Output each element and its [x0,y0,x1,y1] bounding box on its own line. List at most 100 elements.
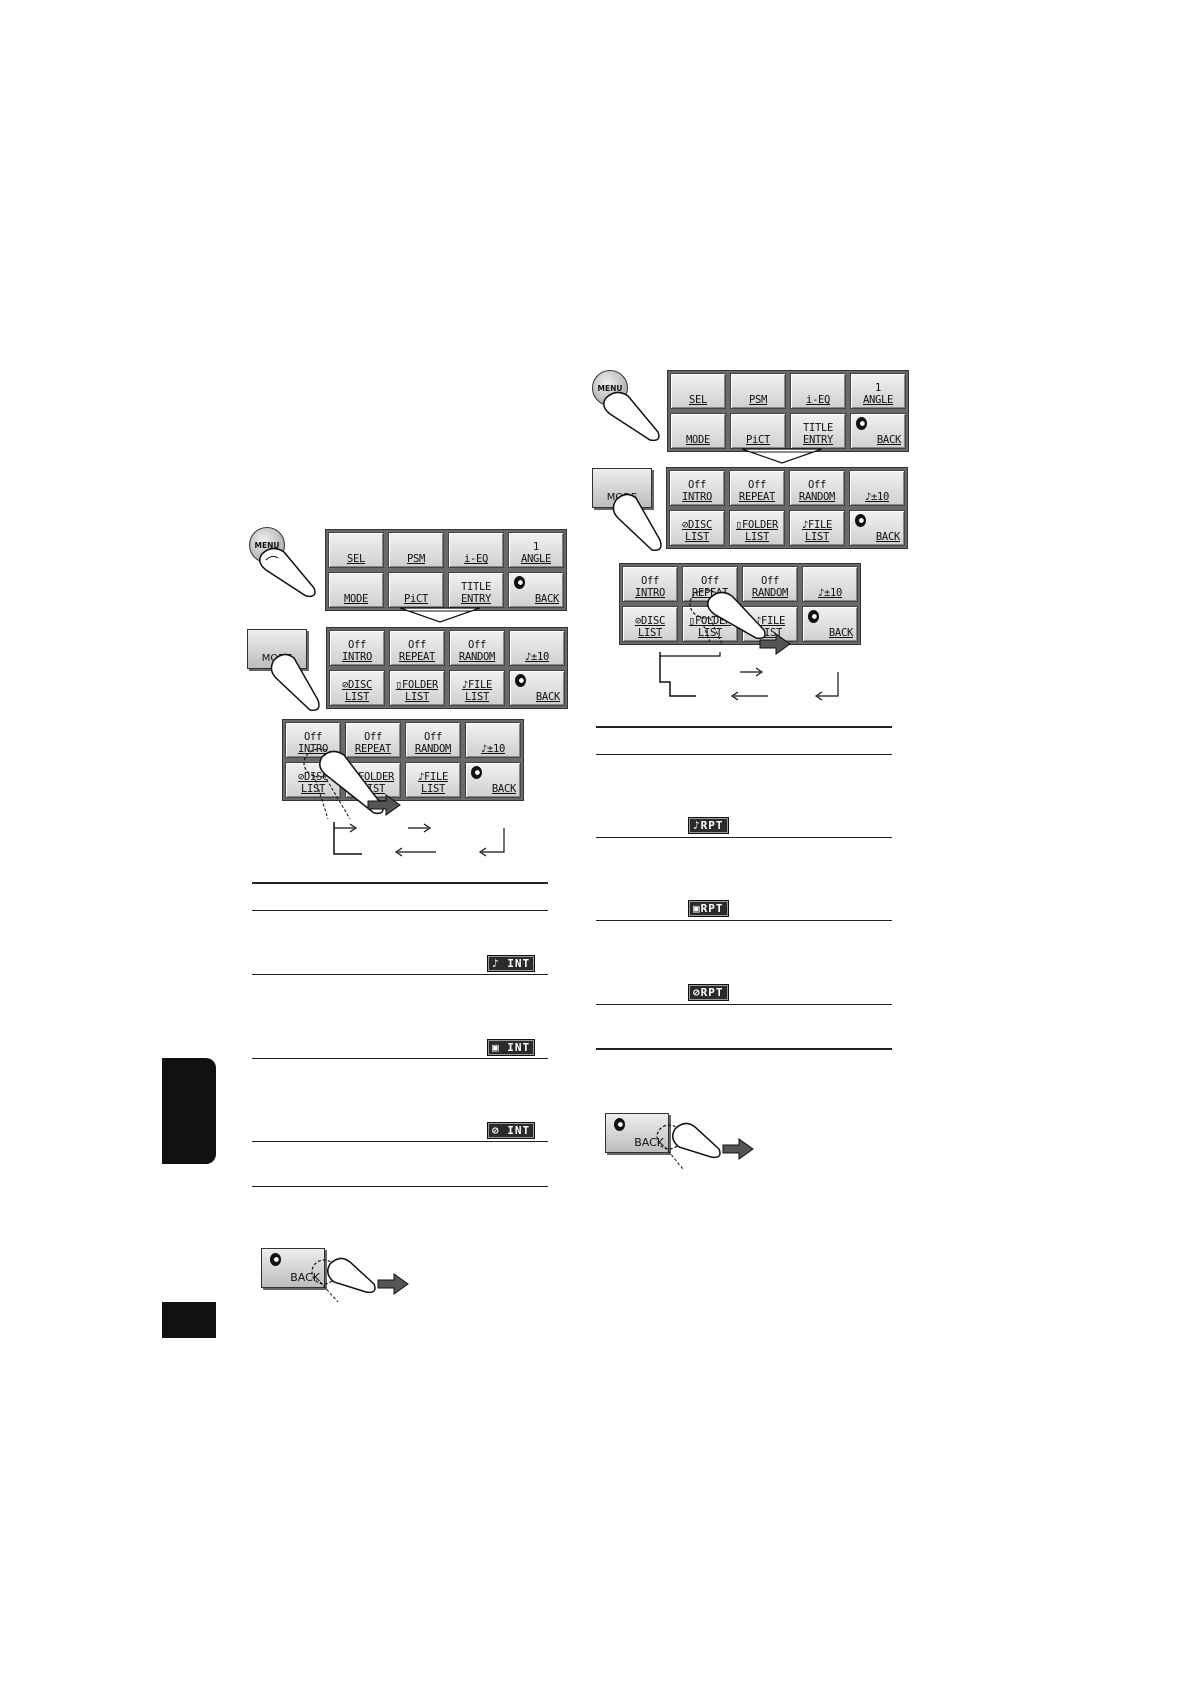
back-label: BACK [491,783,516,795]
disc-list-line1: ⊘DISC [297,771,329,783]
stopwatch-icon [614,1118,625,1131]
mode-button[interactable]: MODE [328,572,384,608]
sel-button[interactable]: SEL [328,532,384,568]
psm-button[interactable]: PSM [388,532,444,568]
stopwatch-icon [471,766,482,779]
repeat-label: REPEAT [354,743,392,755]
table-top-rule [252,882,548,884]
table-top-rule [596,726,892,728]
back-button[interactable]: BACK [508,572,564,608]
folder-list-line2: LIST [744,531,770,543]
file-list-line1: ♪FILE [801,519,833,531]
cycle-diagram-left [333,822,505,857]
repeat-state: Off [700,575,720,587]
skip-10-button[interactable]: ♪±10 [465,722,521,758]
ieq-label: i-EQ [805,394,831,406]
sel-button[interactable]: SEL [670,373,726,409]
title-entry-line1: TITLE [802,422,834,434]
folder-list-line1: ▯FOLDER [395,679,439,691]
skip-label: ♪±10 [864,491,890,503]
ieq-button[interactable]: i-EQ [448,532,504,568]
skip-10-button[interactable]: ♪±10 [802,566,858,602]
finger-press-icon [612,493,662,552]
random-state: Off [760,575,780,587]
intro-label: INTRO [681,491,713,503]
table-row-rule [252,1058,548,1059]
intro-label: INTRO [297,743,329,755]
back-button[interactable]: BACK [465,762,521,798]
table-row-rule [596,837,892,838]
pict-label: PiCT [745,434,771,446]
mode-button[interactable]: MODE [670,413,726,449]
finger-touch-icon [303,748,401,820]
random-label: RANDOM [414,743,452,755]
folder-list-line2: LIST [404,691,430,703]
disc-list-line1: ⊘DISC [681,519,713,531]
stopwatch-icon [270,1253,281,1266]
skip-label: ♪±10 [817,587,843,599]
stopwatch-icon [514,576,525,589]
disc-list-line2: LIST [637,627,663,639]
ieq-button[interactable]: i-EQ [790,373,846,409]
title-entry-line2: ENTRY [460,593,492,605]
random-label: RANDOM [458,651,496,663]
pict-button[interactable]: PiCT [388,572,444,608]
repeat-label: REPEAT [738,491,776,503]
pict-button[interactable]: PiCT [730,413,786,449]
back-label: BACK [634,1136,664,1149]
stopwatch-icon [808,610,819,623]
skip-label: ♪±10 [480,743,506,755]
skip-10-button[interactable]: ♪±10 [849,470,905,506]
folder-list-line1: ▯FOLDER [735,519,779,531]
angle-number: 1 [874,382,882,394]
disc-intro-badge: ⊘ INT [487,1122,536,1139]
intro-label: INTRO [341,651,373,663]
back-button[interactable]: BACK [850,413,906,449]
table-row-rule [596,920,892,921]
track-repeat-badge: ♪RPT [688,817,729,834]
back-button[interactable]: BACK [849,510,905,546]
repeat-state: Off [407,639,427,651]
back-button[interactable]: BACK [509,670,565,706]
back-label: BACK [828,627,853,639]
table-row-rule [252,974,548,975]
finger-press-icon [603,391,660,442]
intro-state: Off [303,731,323,743]
back-button[interactable]: BACK [802,606,858,642]
back-hard-button[interactable]: BACK [605,1113,669,1153]
table-bottom-rule [596,1048,892,1050]
section-side-tab [162,1058,216,1164]
stopwatch-icon [515,674,526,687]
disc-list-line1: ⊘DISC [341,679,373,691]
disc-repeat-badge: ⊘RPT [688,984,729,1001]
skip-10-button[interactable]: ♪±10 [509,630,565,666]
sel-label: SEL [346,553,366,565]
back-hard-button[interactable]: BACK [261,1248,325,1288]
down-arrow-icon [741,448,823,464]
table-row-rule [252,1141,548,1142]
psm-button[interactable]: PSM [730,373,786,409]
